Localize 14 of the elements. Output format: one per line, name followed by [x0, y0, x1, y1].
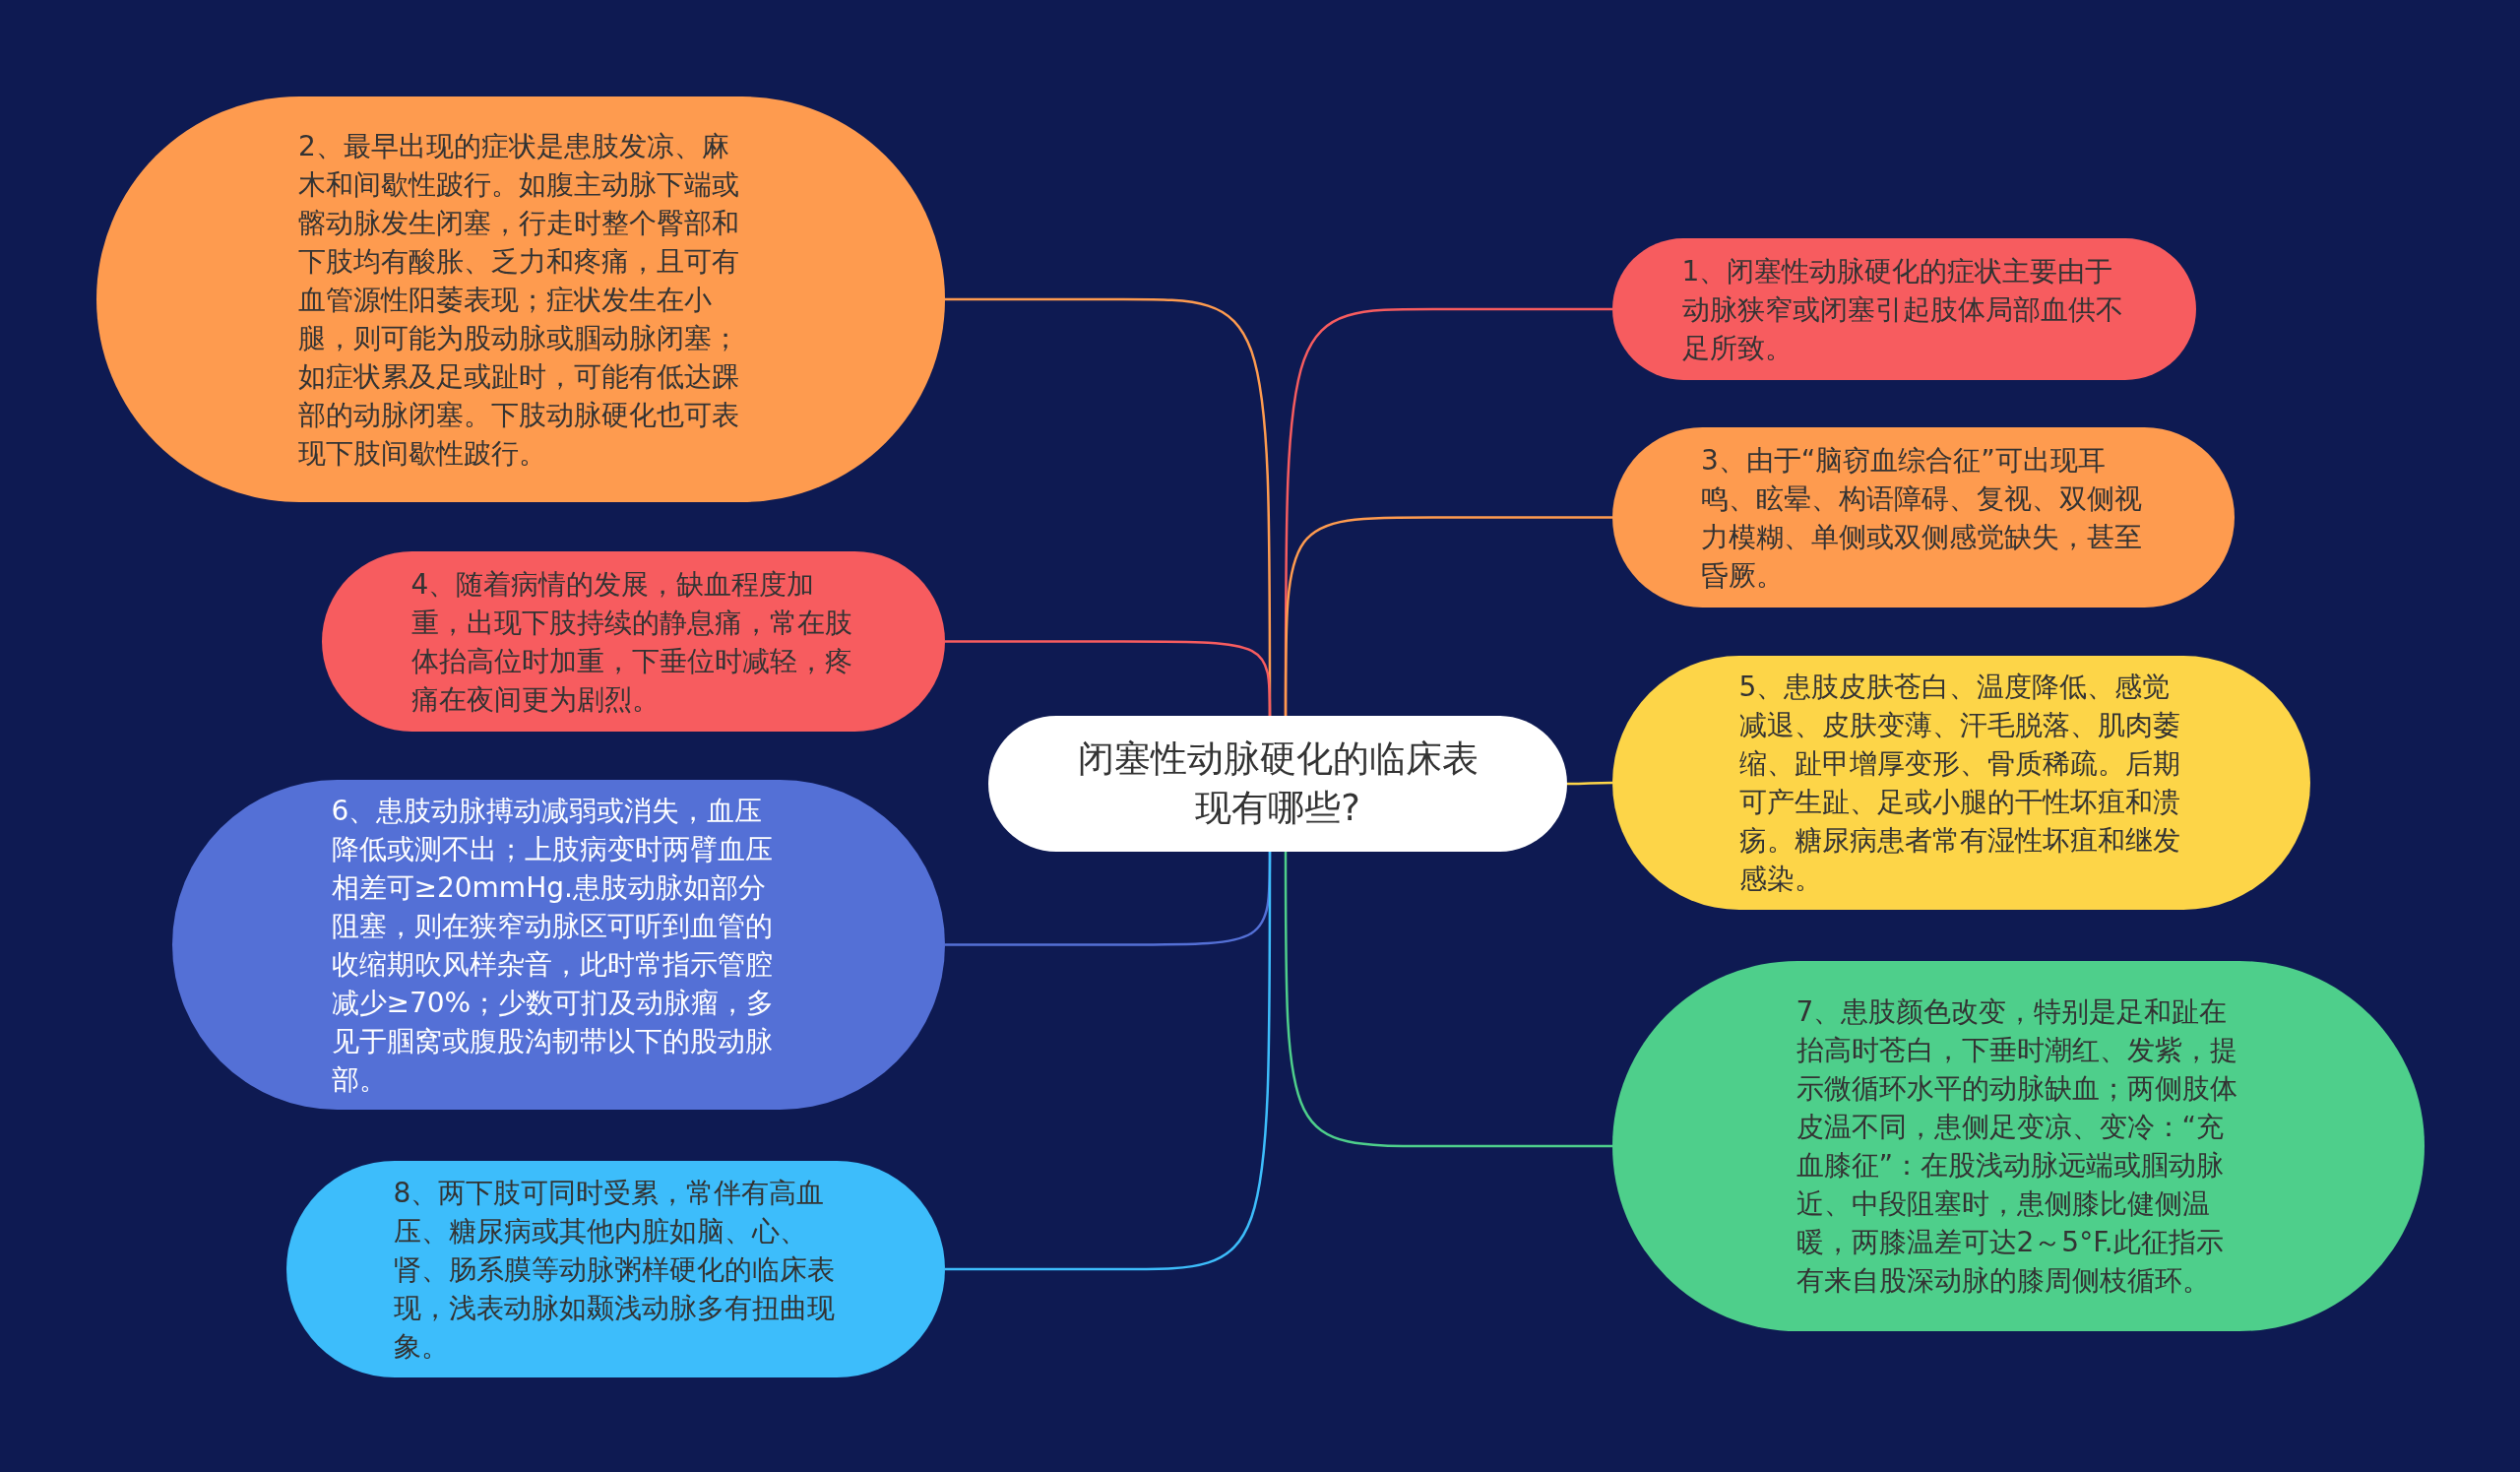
- topic-text: 1、闭塞性动脉硬化的症状主要由于动脉狭窄或闭塞引起肢体局部血供不足所致。: [1681, 253, 2124, 366]
- topic-text: 8、两下肢可同时受累，常伴有高血压、糖尿病或其他内脏如脑、心、肾、肠系膜等动脉粥样硬化的临床表现，浅表动脉如颞浅动脉多有扭曲现象。: [393, 1175, 836, 1365]
- branch-line: [945, 852, 1272, 1271]
- branch-line: [1567, 781, 1612, 786]
- topic-title: 闭塞性动脉硬化的临床表现有哪些?: [1076, 736, 1480, 831]
- branch-line: [1284, 852, 1612, 1148]
- topic-text: 2、最早出现的症状是患肢发凉、麻木和间歇性跛行。如腹主动脉下端或髂动脉发生闭塞，行走时整个臀部和下肢均有酸胀、乏力和疼痛，且可有血管源性阳萎表现；症状发生在小腿，则可能为股动脉或腘动脉闭塞；如症状累及足或趾时，可能有低达踝部的动脉闭塞。下肢动脉硬化也可表现下肢间歇性跛行。: [298, 128, 740, 472]
- topic-text: 7、患肢颜色改变，特别是足和趾在抬高时苍白，下垂时潮红、发紫，提示微循环水平的动脉缺血；两侧肢体皮温不同，患侧足变凉、变冷：“充血膝征”：在股浅动脉远端或腘动脉近、中段阻塞时，患侧膝比健侧温暖，两膝温差可达2～5°F.此征指示有来自股深动脉的膝周侧枝循环。: [1796, 994, 2238, 1299]
- branch-line: [1284, 516, 1612, 716]
- topic-text: 4、随着病情的发展，缺血程度加重，出现下肢持续的静息痛，常在肢体抬高位时加重，下垂位时减轻，疼痛在夜间更为剧烈。: [410, 566, 853, 718]
- topic-text: 5、患肢皮肤苍白、温度降低、感觉减退、皮肤变薄、汗毛脱落、肌肉萎缩、趾甲增厚变形、骨质稀疏。后期可产生趾、足或小腿的干性坏疽和溃疡。糖尿病患者常有湿性坏疽和继发感染。: [1738, 670, 2181, 897]
- branch-line: [945, 640, 1272, 716]
- topic-text: 6、患肢动脉搏动减弱或消失，血压降低或测不出；上肢病变时两臂血压相差可≥20mmHg.患肢动脉如部分阻塞，则在狭窄动脉区可听到血管的收缩期吹风样杂音，此时常指示管腔减少≥70%；少数可扪及动脉瘤，多见于腘窝或腹股沟韧带以下的股动脉部。: [331, 793, 776, 1098]
- topic-text: 3、由于“脑窃血综合征”可出现耳鸣、眩晕、构语障碍、复视、双侧视力模糊、单侧或双侧感觉缺失，甚至昏厥。: [1701, 442, 2143, 594]
